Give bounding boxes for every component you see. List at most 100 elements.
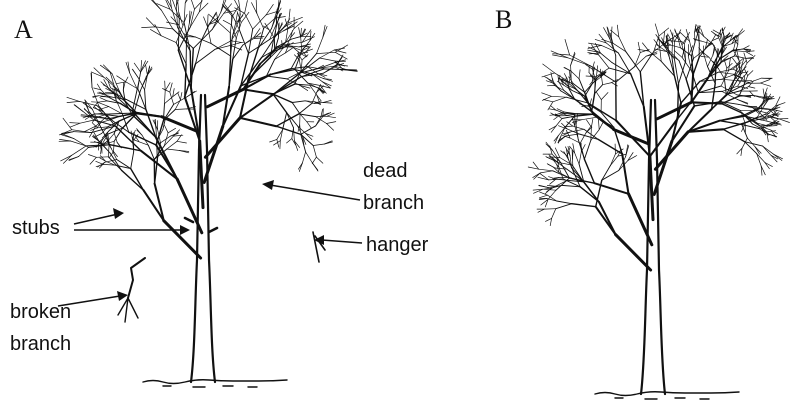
tree-branch	[161, 10, 173, 29]
tree-branch	[72, 146, 86, 155]
tree-branch	[175, 109, 187, 110]
tree-branch	[733, 38, 738, 45]
tree-branch	[674, 51, 682, 58]
tree-branch	[165, 91, 166, 104]
tree-branch	[312, 157, 316, 163]
tree-branch	[93, 96, 99, 97]
tree-branch	[327, 124, 334, 131]
tree-branch	[592, 94, 595, 112]
tree-branch	[292, 47, 302, 51]
tree-branch	[762, 120, 773, 123]
tree-branch	[720, 121, 742, 125]
tree-branch	[622, 154, 628, 194]
tree-branch	[299, 60, 301, 71]
tree-branch	[672, 33, 673, 43]
tree-branch	[584, 159, 594, 183]
tree-branch	[245, 13, 253, 29]
tree-branch	[100, 98, 108, 101]
stubs-label: stubs	[12, 217, 60, 239]
tree-branch	[747, 56, 755, 64]
tree-branch	[178, 93, 181, 100]
tree-branch	[96, 157, 108, 158]
tree-branch	[291, 56, 298, 69]
tree-branch	[579, 70, 580, 79]
tree-branch	[323, 103, 332, 104]
tree-branch	[704, 54, 708, 66]
tree-branch	[208, 27, 212, 44]
tree-branch	[693, 58, 699, 75]
tree-branch	[302, 55, 308, 60]
tree-branch	[547, 185, 555, 186]
tree-branch	[551, 96, 566, 97]
tree-branch	[554, 116, 559, 120]
hanger-leader	[322, 240, 362, 243]
tree-branch	[763, 146, 771, 155]
tree-branch	[131, 152, 134, 169]
tree-branch	[744, 108, 758, 115]
tree-branch	[138, 72, 141, 89]
tree-branch	[125, 77, 128, 82]
tree-branch	[597, 92, 602, 99]
hanger-label: hanger	[366, 234, 429, 256]
tree-branch	[98, 101, 108, 102]
tree-branch	[204, 17, 208, 27]
tree-branch	[552, 209, 556, 219]
tree-branch	[292, 103, 300, 115]
tree-branch	[62, 135, 74, 139]
tree-branch	[301, 37, 302, 51]
tree-branch	[270, 139, 277, 142]
tree-branch	[231, 41, 243, 43]
tree-branch	[176, 26, 183, 43]
tree-branch	[133, 70, 138, 78]
tree-branch	[743, 46, 749, 49]
tree-branch	[546, 144, 553, 151]
tree-branch	[108, 143, 109, 156]
tree-branch	[556, 119, 562, 127]
label-hanger: hanger	[314, 234, 429, 256]
tree-branch	[679, 61, 686, 84]
tree-branch	[573, 126, 584, 129]
dead-branch-leader	[270, 185, 360, 200]
tree-branch	[69, 157, 78, 160]
tree-branch	[327, 116, 336, 117]
tree-branch	[312, 163, 317, 170]
tree-branch	[70, 123, 80, 127]
tree-branch	[168, 128, 176, 133]
tree-branch	[292, 101, 305, 103]
tree-branch	[612, 83, 618, 86]
tree-branch	[165, 83, 170, 91]
tree-branch	[70, 123, 80, 124]
tree-branch	[572, 120, 582, 123]
tree-branch	[301, 60, 302, 71]
tree-branch	[765, 92, 766, 100]
tree-branch	[295, 84, 310, 85]
tree-branch	[323, 25, 325, 37]
tree-branch	[183, 14, 187, 25]
tree-branch	[638, 42, 640, 52]
tree-branch	[190, 9, 194, 27]
tree-branch	[757, 154, 765, 163]
tree-branch	[591, 119, 593, 128]
tree-branch	[131, 169, 144, 191]
tree-branch	[550, 146, 552, 154]
tree-branch	[763, 146, 774, 154]
tree-branch	[596, 207, 616, 235]
tree-branch	[80, 120, 94, 123]
tree-branch	[606, 43, 618, 53]
tree-branch	[313, 144, 324, 146]
tree-branch	[146, 18, 155, 27]
tree-branch	[659, 28, 669, 36]
tree-branch	[71, 141, 86, 146]
tree-branch	[223, 20, 231, 25]
tree-branch	[540, 195, 548, 198]
tree-branch	[253, 15, 266, 29]
tree-branch	[568, 58, 590, 66]
tree-branch	[245, 1, 248, 14]
tree-branch	[116, 82, 126, 84]
tree-branch	[553, 79, 555, 86]
tree-branch	[94, 68, 104, 78]
tree-branch	[60, 139, 71, 141]
tree-branch	[734, 56, 745, 59]
tree-branch	[553, 97, 566, 102]
